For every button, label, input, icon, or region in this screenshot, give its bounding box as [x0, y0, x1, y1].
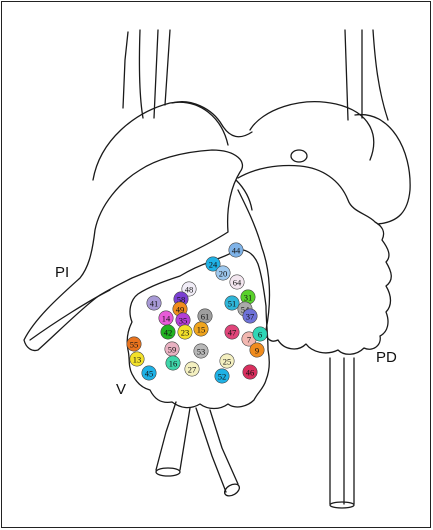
marker-number: 46 — [246, 368, 255, 378]
marker-25: 25 — [220, 354, 234, 368]
marker-number: 55 — [130, 340, 139, 350]
marker-number: 14 — [162, 314, 171, 324]
marker-53: 53 — [194, 344, 208, 358]
pd-stem-end — [330, 502, 354, 508]
marker-number: 52 — [218, 372, 227, 382]
far-right-lobe — [355, 115, 410, 224]
marker-number: 31 — [244, 293, 253, 303]
marker-14: 14 — [159, 311, 173, 325]
upper-left-tube-inner-2 — [154, 30, 158, 118]
marker-number: 47 — [228, 328, 237, 338]
marker-44: 44 — [229, 243, 243, 257]
small-nub — [291, 150, 307, 162]
marker-9: 9 — [250, 343, 264, 357]
pd-inner-fold — [236, 180, 252, 210]
marker-41: 41 — [147, 296, 161, 310]
marker-number: 42 — [164, 328, 173, 338]
marker-number: 24 — [209, 260, 218, 270]
marker-45: 45 — [142, 366, 156, 380]
marker-number: 64 — [233, 278, 242, 288]
marker-number: 20 — [219, 269, 228, 279]
marker-55: 55 — [127, 337, 141, 351]
marker-number: 41 — [150, 299, 159, 309]
marker-15: 15 — [194, 322, 208, 336]
marker-13: 13 — [130, 352, 144, 366]
marker-42: 42 — [161, 325, 175, 339]
marker-number: 15 — [197, 325, 206, 335]
marker-46: 46 — [243, 365, 257, 379]
marker-number: 6 — [258, 330, 262, 340]
marker-number: 23 — [181, 328, 190, 338]
marker-20: 20 — [216, 266, 230, 280]
marker-64: 64 — [230, 275, 244, 289]
marker-number: 35 — [179, 316, 188, 326]
marker-6: 6 — [253, 327, 267, 341]
central-hump — [172, 102, 252, 137]
marker-27: 27 — [185, 362, 199, 376]
upper-left-tube-inner — [139, 30, 143, 118]
label-v: V — [116, 381, 126, 398]
marker-16: 16 — [166, 356, 180, 370]
v-stem-left — [156, 402, 176, 470]
marker-number: 45 — [145, 369, 154, 379]
marker-number: 59 — [168, 345, 177, 355]
marker-number: 48 — [185, 285, 194, 295]
label-pi: PI — [55, 264, 69, 281]
marker-number: 51 — [228, 299, 237, 309]
marker-number: 25 — [223, 357, 232, 367]
marker-47: 47 — [225, 325, 239, 339]
marker-37: 37 — [243, 309, 257, 323]
marker-number: 44 — [232, 246, 241, 256]
v-stem-right-2 — [210, 410, 238, 484]
marker-51: 51 — [225, 296, 239, 310]
pd-lobe — [238, 166, 391, 355]
left-back-lobe — [93, 102, 228, 180]
marker-number: 53 — [197, 347, 206, 357]
v-stem-right — [196, 408, 226, 492]
marker-59: 59 — [165, 342, 179, 356]
label-pd: PD — [376, 349, 397, 366]
marker-23: 23 — [178, 325, 192, 339]
upper-right-tube-3 — [373, 30, 388, 120]
v-stem-left-2 — [180, 408, 190, 470]
marker-number: 61 — [201, 312, 210, 322]
upper-left-tube — [123, 32, 128, 108]
marker-number: 9 — [255, 346, 259, 356]
marker-number: 27 — [188, 365, 197, 375]
marker-61: 61 — [198, 309, 212, 323]
marker-number: 13 — [133, 355, 142, 365]
marker-52: 52 — [215, 369, 229, 383]
marker-number: 16 — [169, 359, 178, 369]
marker-number: 7 — [247, 335, 251, 345]
marker-number: 37 — [246, 312, 255, 322]
right-back-lobe — [250, 102, 374, 160]
upper-left-tube-outer — [165, 30, 170, 105]
v-stem-left-end — [156, 468, 180, 476]
